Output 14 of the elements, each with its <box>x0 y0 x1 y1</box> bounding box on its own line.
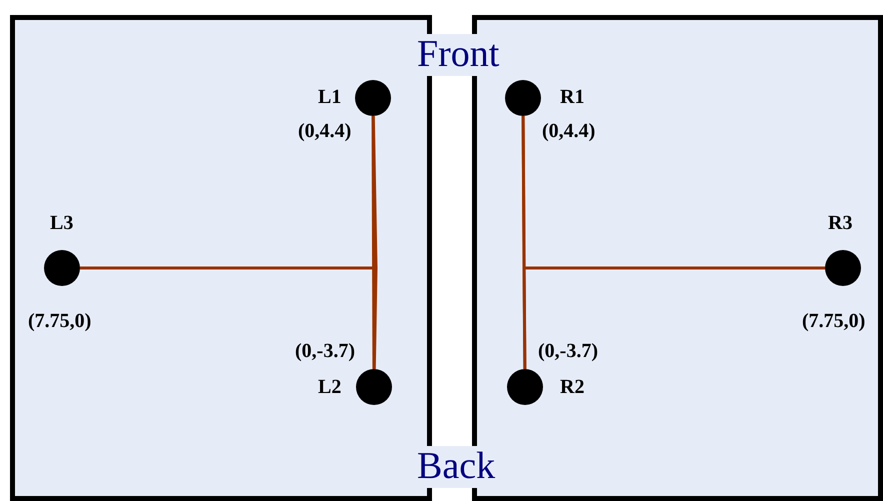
connecting-line <box>372 116 376 369</box>
coordinate-label: (0,4.4) <box>542 120 596 142</box>
coordinate-label: (7.75,0) <box>28 310 92 332</box>
point-label: R1 <box>560 86 584 108</box>
coordinate-label: (0,-3.7) <box>538 340 598 362</box>
coordinate-label: (7.75,0) <box>802 310 866 332</box>
point-label: R3 <box>828 212 852 234</box>
coordinate-label: (0,-3.7) <box>295 340 355 362</box>
point-label: L1 <box>318 86 342 108</box>
point-label: L3 <box>50 212 74 234</box>
point-label: L2 <box>318 376 342 398</box>
point-label: R2 <box>560 376 584 398</box>
connecting-line <box>522 266 825 370</box>
coordinate-label: (0,4.4) <box>298 120 352 142</box>
